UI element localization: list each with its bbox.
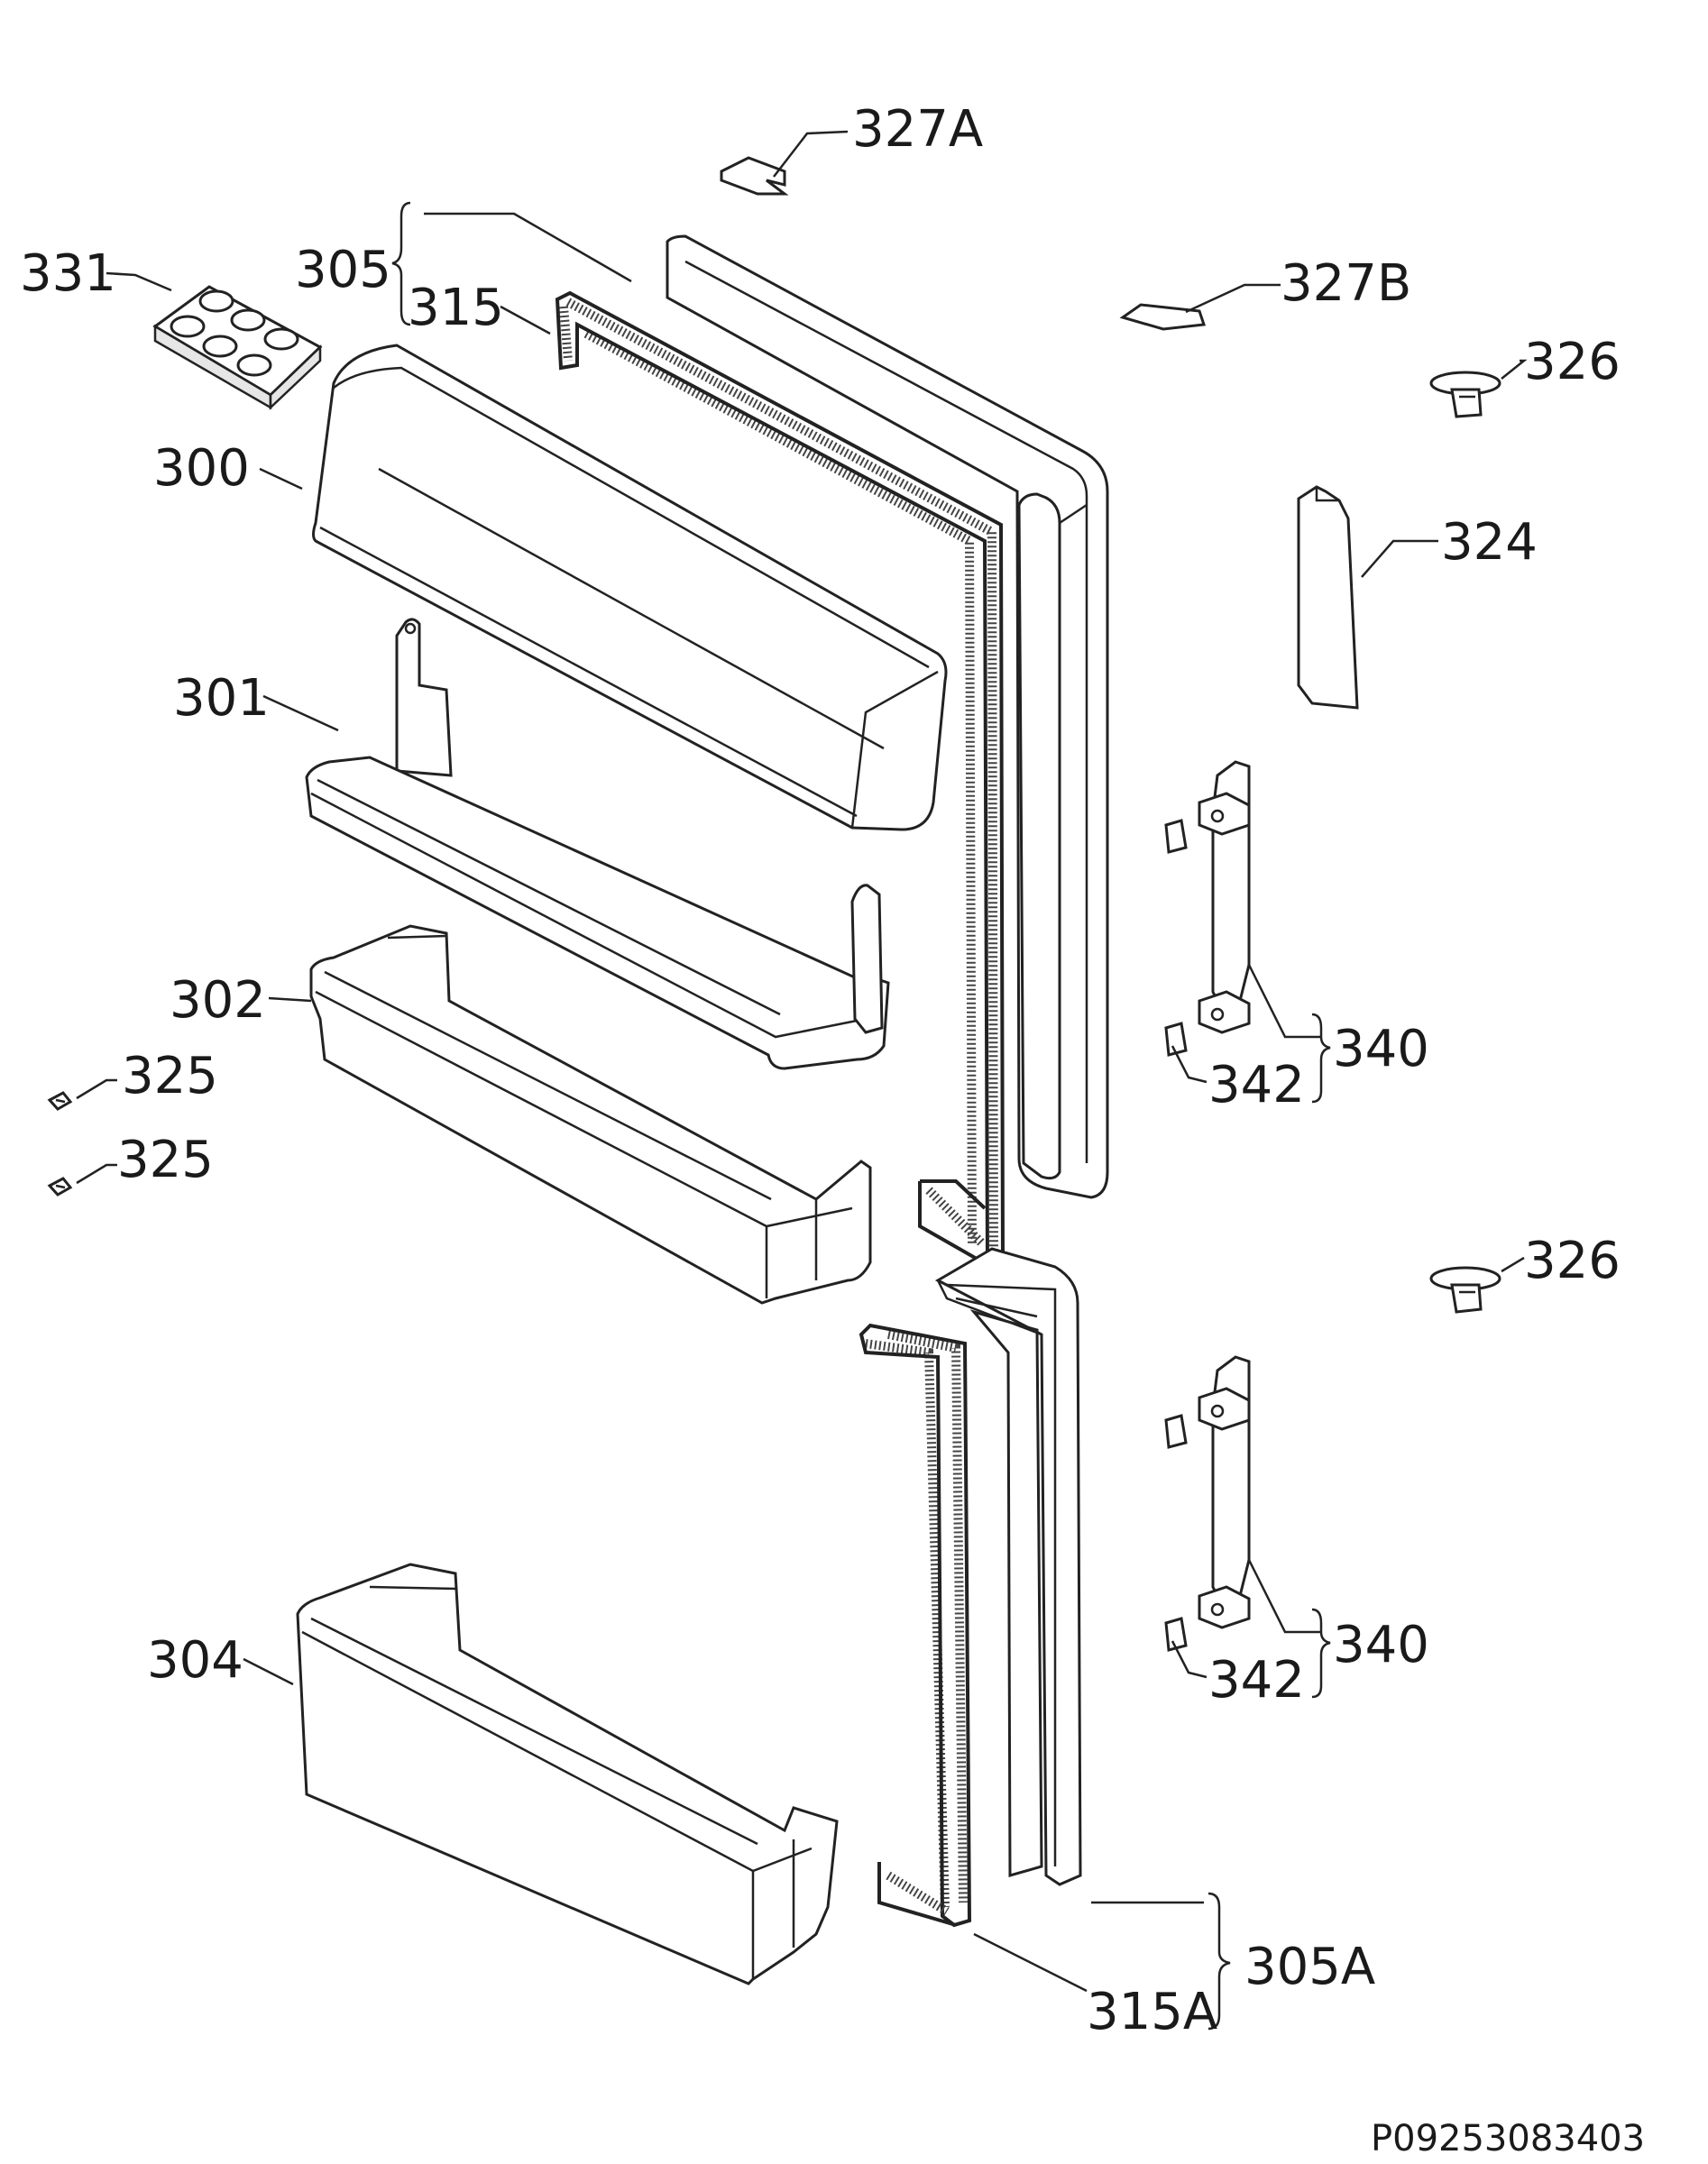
dairy-compartment [312,344,948,831]
door-balcony-lower [296,1563,839,1985]
label-340-upper: 340 [1333,1020,1429,1078]
label-327b: 327B [1281,254,1411,313]
hinge-cover-327a [720,156,789,196]
door-cover-strip [1297,485,1359,710]
upper-door-frame [666,234,1109,1199]
label-304: 304 [147,1631,243,1690]
door-hinge-upper [1164,760,1251,1057]
egg-tray [152,285,323,410]
label-315: 315 [408,279,504,337]
label-315a: 315A [1087,1983,1217,2041]
screw-upper [47,1091,73,1111]
label-301: 301 [173,669,270,728]
hinge-cover-327b [1119,303,1207,331]
label-340-lower: 340 [1333,1616,1429,1674]
upper-door-gasket [555,290,1006,1270]
label-326-lower: 326 [1524,1232,1621,1290]
label-300: 300 [153,439,250,498]
label-327a: 327A [852,100,983,159]
hinge-cap-lower [1429,1266,1501,1314]
hinge-cap-upper [1429,371,1501,418]
label-325-lower: 325 [117,1131,214,1189]
label-342-upper: 342 [1208,1056,1305,1114]
label-324: 324 [1441,513,1538,572]
group-braces [391,201,1331,2031]
label-342-lower: 342 [1208,1651,1305,1710]
label-331: 331 [20,244,116,303]
label-325-upper: 325 [122,1047,218,1105]
leader-lines [76,130,1528,1993]
label-326-upper: 326 [1524,333,1621,391]
lower-door-frame [934,1247,1082,1886]
part-labels: 327A 327B 305 315 331 326 326 300 324 30… [20,100,1645,2159]
label-305: 305 [295,241,391,299]
door-balcony-upper [305,618,890,1070]
label-302: 302 [170,971,266,1030]
drawing-code: P09253083403 [1371,2118,1645,2159]
door-hinge-lower [1164,1355,1251,1652]
door-balcony-middle [309,924,872,1305]
screw-lower [47,1177,73,1197]
lower-door-gasket [859,1323,972,1928]
label-305a: 305A [1244,1938,1375,1996]
